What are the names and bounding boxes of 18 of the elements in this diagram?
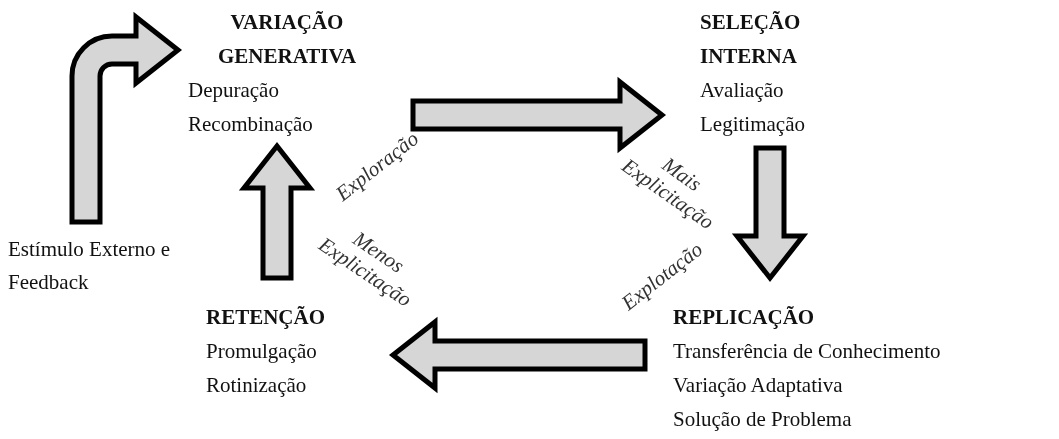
stage-item: Transferência de Conhecimento bbox=[673, 338, 942, 365]
stage-item: Avaliação bbox=[700, 77, 785, 104]
stage-item: Legitimação bbox=[700, 111, 806, 138]
block-arrow bbox=[731, 145, 809, 283]
stage-item: Recombinação bbox=[188, 111, 314, 138]
input-label: Estímulo Externo e Feedback bbox=[8, 236, 172, 296]
stage-item: Rotinização bbox=[206, 372, 308, 399]
block-arrow bbox=[238, 141, 316, 281]
stage-item: Solução de Problema bbox=[673, 406, 853, 433]
stage-heading: RETENÇÃO bbox=[206, 305, 327, 331]
block-arrow bbox=[410, 76, 667, 154]
stage-item: Variação Adaptativa bbox=[673, 372, 844, 399]
stage-item: Promulgação bbox=[206, 338, 318, 365]
bent-block-arrow bbox=[69, 14, 181, 225]
block-arrow bbox=[388, 316, 648, 394]
stage-heading: SELEÇÃO INTERNA bbox=[700, 9, 802, 70]
stage-item: Depuração bbox=[188, 77, 280, 104]
stage-heading: VARIAÇÃO GENERATIVA bbox=[216, 9, 358, 70]
